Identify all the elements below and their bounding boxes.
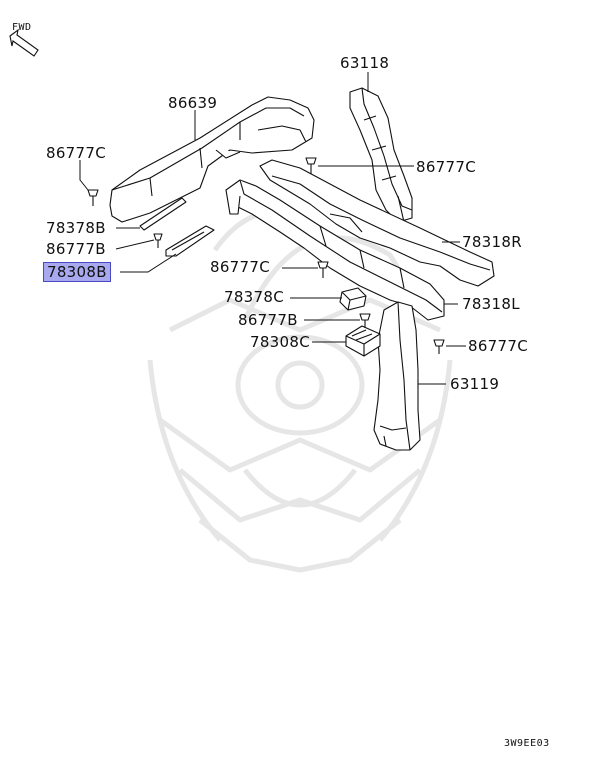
part-label-78308c[interactable]: 78308C <box>250 333 310 351</box>
screw-icon-d <box>317 261 329 278</box>
screw-icon-e <box>359 313 371 328</box>
part-label-86777c-d[interactable]: 86777C <box>468 337 528 355</box>
duct-86639 <box>109 96 315 223</box>
duct-63118 <box>349 87 413 223</box>
part-label-86777c-c[interactable]: 86777C <box>210 258 270 276</box>
samurai-helmet-watermark <box>147 209 453 573</box>
part-label-78318l[interactable]: 78318L <box>462 295 520 313</box>
part-label-86777c-b[interactable]: 86777C <box>416 158 476 176</box>
part-label-86777c-a[interactable]: 86777C <box>46 144 106 162</box>
part-label-78378b[interactable]: 78378B <box>46 219 106 237</box>
part-label-86639[interactable]: 86639 <box>168 94 218 112</box>
part-label-78378c[interactable]: 78378C <box>224 288 284 306</box>
forward-arrow-icon <box>9 28 39 57</box>
screw-icon-f <box>433 339 445 354</box>
part-label-63119[interactable]: 63119 <box>450 375 500 393</box>
part-label-86777b-a[interactable]: 86777B <box>46 240 106 258</box>
duct-63119 <box>373 301 421 451</box>
part-label-86777b-b[interactable]: 86777B <box>238 311 298 329</box>
part-label-63118[interactable]: 63118 <box>340 54 390 72</box>
part-label-78308b-highlighted[interactable]: 78308B <box>43 262 111 282</box>
screw-icon-a <box>87 189 99 206</box>
direction-label: FWD <box>12 22 32 33</box>
frame-78318 <box>225 159 495 321</box>
grille-78308c <box>345 325 381 357</box>
diagram-code: 3W9EE03 <box>504 738 550 749</box>
leader-lines <box>79 72 466 385</box>
seal-78378b <box>139 197 187 231</box>
part-label-78318r[interactable]: 78318R <box>462 233 522 251</box>
seal-78378c <box>339 287 367 311</box>
screw-icon-c <box>305 157 317 174</box>
grille-78308b <box>165 225 215 257</box>
screw-icon-b <box>153 233 163 248</box>
